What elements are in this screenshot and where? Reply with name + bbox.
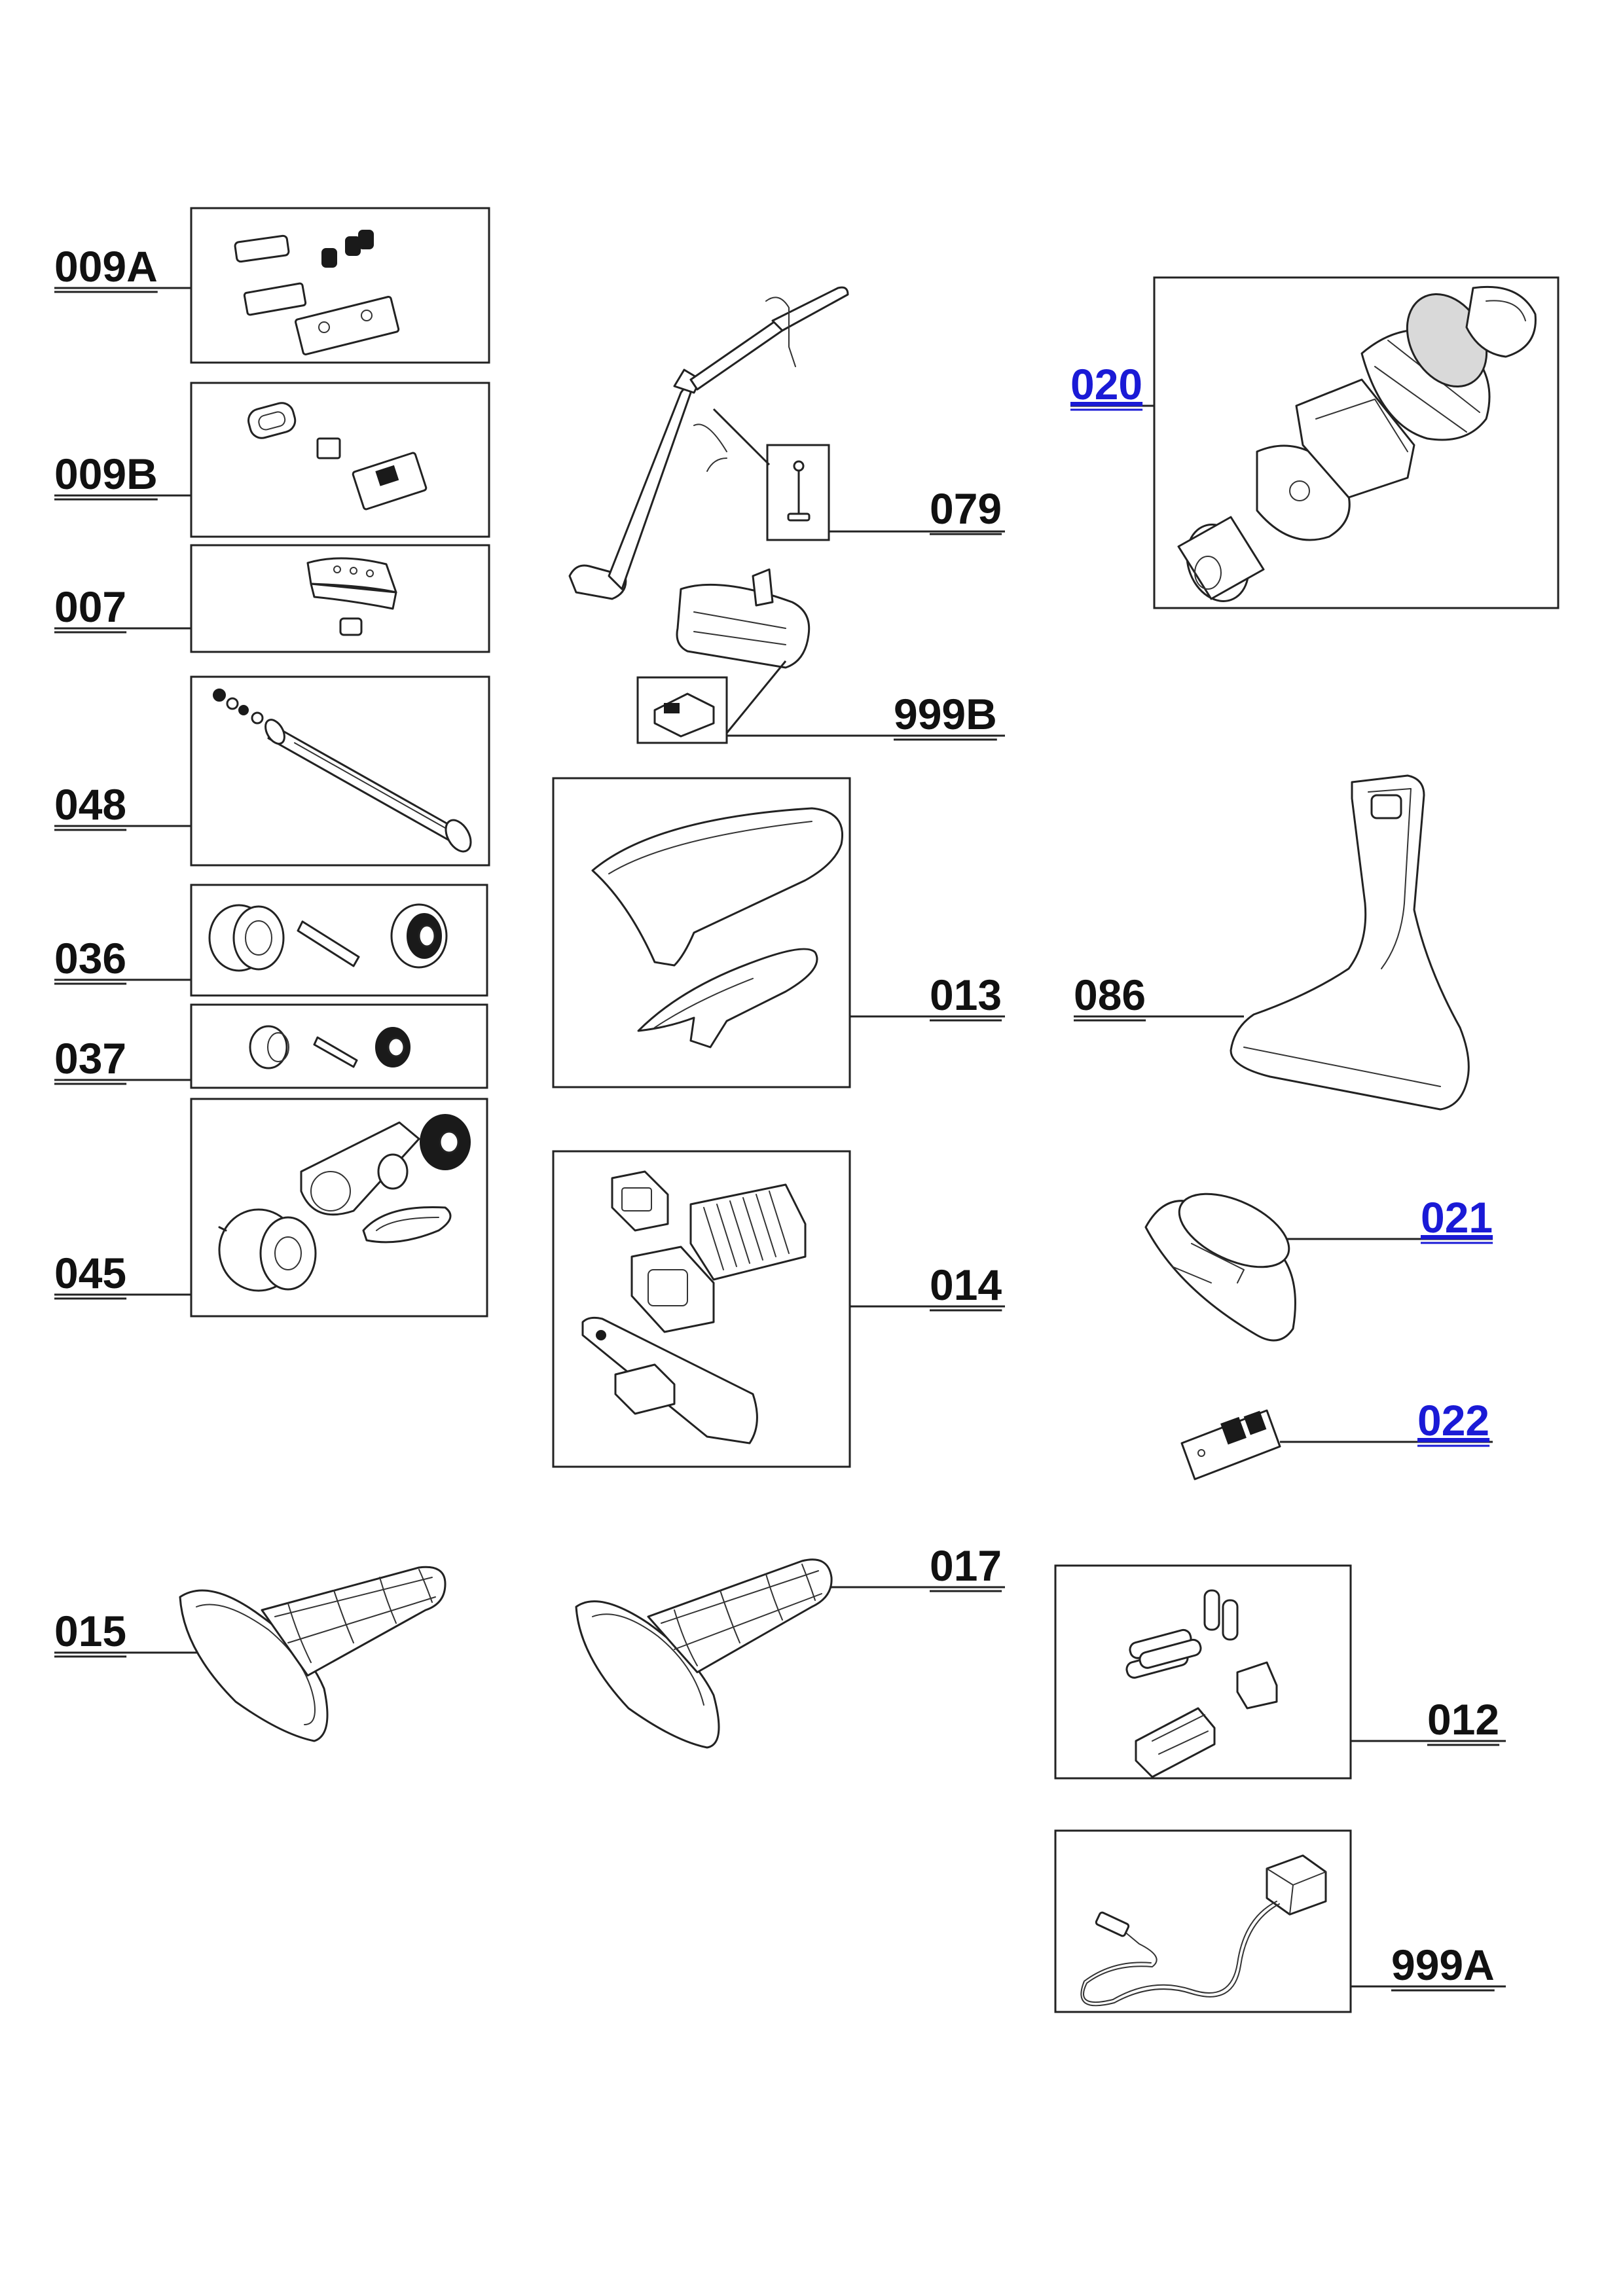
vacuum-overview-drawing — [568, 286, 849, 669]
part-drawing-999B — [653, 692, 715, 738]
part-box-014 — [552, 1150, 851, 1468]
part-group-045: 045 — [54, 1098, 488, 1318]
part-group-015: 015 — [54, 1566, 447, 1742]
part-group-021: 021 — [1144, 1193, 1493, 1342]
part-label-079[interactable]: 079 — [930, 484, 1002, 533]
part-label-999A[interactable]: 999A — [1391, 1941, 1495, 1989]
part-drawing-036 — [208, 903, 448, 972]
part-group-999B: 999B — [636, 660, 1005, 744]
part-group-999A: 999A — [1054, 1829, 1506, 2013]
part-drawing-999A — [1080, 1854, 1327, 2007]
part-box-009A — [190, 207, 490, 364]
part-box-009B — [190, 382, 490, 538]
part-box-037 — [190, 1003, 488, 1089]
part-group-022: 022 — [1180, 1396, 1493, 1480]
part-drawing-009A — [234, 230, 400, 355]
part-label-012[interactable]: 012 — [1427, 1695, 1499, 1744]
part-group-013: 013 — [552, 777, 1005, 1088]
part-group-012: 012 — [1054, 1564, 1506, 1780]
part-drawing-079 — [787, 460, 811, 522]
part-drawing-021 — [1144, 1193, 1296, 1342]
part-label-009B[interactable]: 009B — [54, 450, 158, 498]
part-label-017[interactable]: 017 — [930, 1541, 1002, 1590]
part-group-079: 079 — [712, 408, 1005, 541]
part-box-020 — [1153, 276, 1559, 609]
part-label-036[interactable]: 036 — [54, 934, 126, 982]
part-label-022[interactable]: 022 — [1417, 1396, 1489, 1444]
part-drawing-037 — [249, 1025, 410, 1069]
part-group-017: 017 — [575, 1541, 1005, 1749]
part-drawing-017 — [575, 1558, 833, 1749]
part-group-020: 020 — [1070, 276, 1559, 609]
part-box-012 — [1054, 1564, 1352, 1780]
part-box-007 — [190, 544, 490, 653]
part-label-086[interactable]: 086 — [1074, 971, 1146, 1019]
part-drawing-045 — [218, 1114, 471, 1292]
part-label-048[interactable]: 048 — [54, 780, 126, 829]
part-label-999B[interactable]: 999B — [894, 690, 997, 738]
part-box-036 — [190, 884, 488, 997]
part-drawing-022 — [1180, 1409, 1281, 1480]
part-drawing-007 — [306, 557, 397, 636]
part-label-015[interactable]: 015 — [54, 1607, 126, 1655]
part-label-014[interactable]: 014 — [930, 1261, 1002, 1309]
part-group-048: 048 — [54, 675, 490, 867]
part-drawing-009B — [247, 402, 428, 511]
part-group-007: 007 — [54, 544, 490, 653]
part-label-037[interactable]: 037 — [54, 1034, 126, 1083]
part-drawing-086 — [1230, 774, 1470, 1111]
part-box-045 — [190, 1098, 488, 1318]
part-drawing-013 — [591, 807, 843, 1049]
part-box-999A — [1054, 1829, 1352, 2013]
part-drawing-020 — [1177, 285, 1537, 602]
part-box-999B — [636, 676, 728, 744]
part-drawing-012 — [1125, 1589, 1278, 1778]
part-group-014: 014 — [552, 1150, 1005, 1468]
part-drawing-015 — [179, 1566, 447, 1742]
part-label-009A[interactable]: 009A — [54, 242, 158, 291]
part-drawing-014 — [581, 1170, 807, 1444]
part-label-045[interactable]: 045 — [54, 1249, 126, 1297]
part-label-020[interactable]: 020 — [1070, 360, 1142, 408]
part-label-013[interactable]: 013 — [930, 971, 1002, 1019]
part-group-086: 086 — [1074, 774, 1470, 1111]
part-group-037: 037 — [54, 1003, 488, 1089]
part-box-079 — [766, 444, 830, 541]
part-group-036: 036 — [54, 884, 488, 997]
part-group-009B: 009B — [54, 382, 490, 538]
part-box-048 — [190, 675, 490, 867]
part-box-013 — [552, 777, 851, 1088]
part-label-007[interactable]: 007 — [54, 583, 126, 631]
part-group-009A: 009A — [54, 207, 490, 364]
part-drawing-048 — [213, 689, 472, 853]
part-label-021[interactable]: 021 — [1421, 1193, 1493, 1242]
